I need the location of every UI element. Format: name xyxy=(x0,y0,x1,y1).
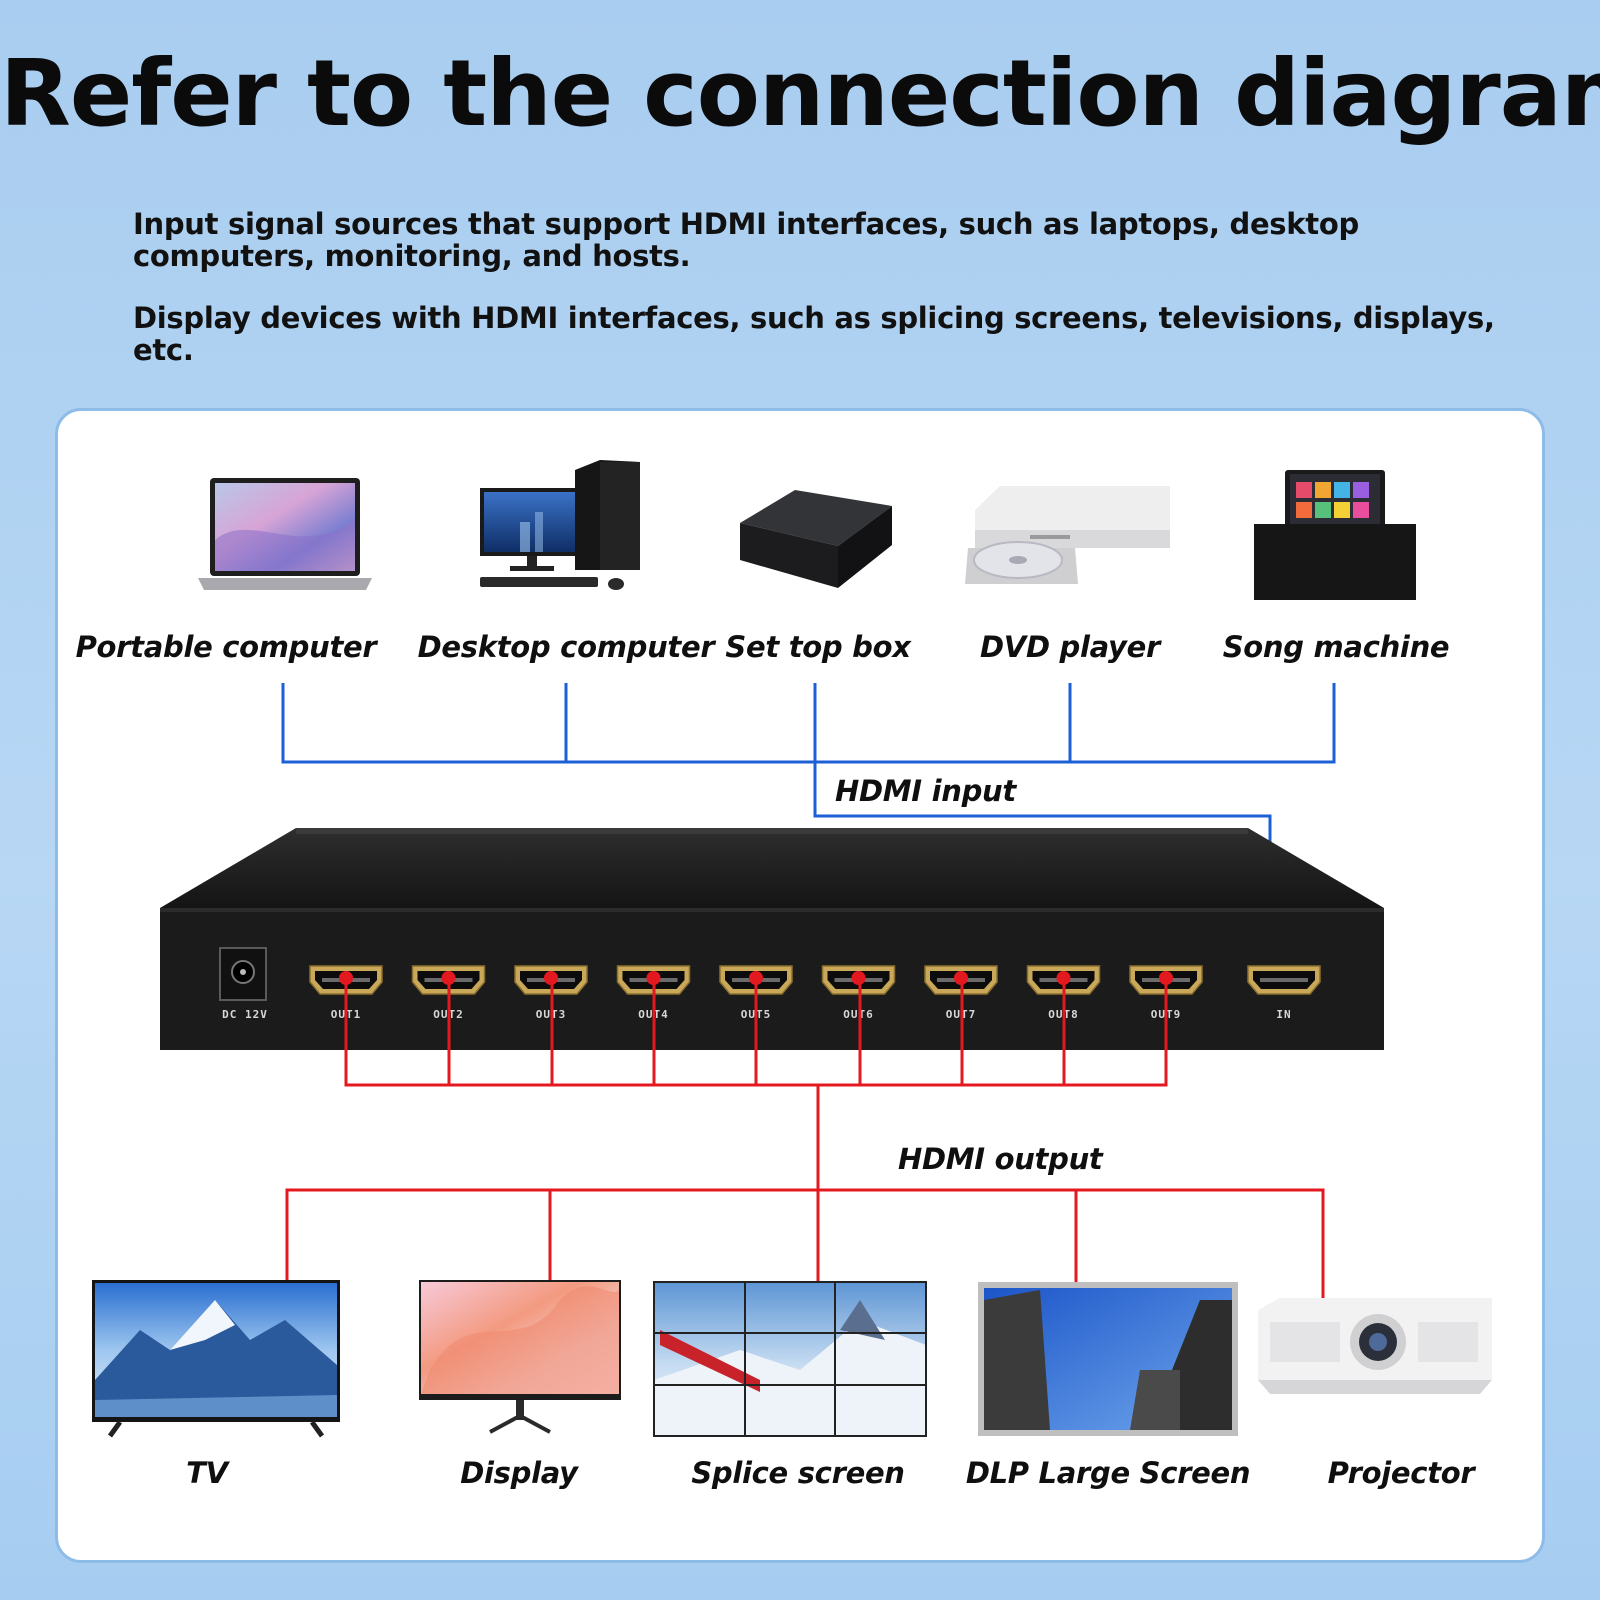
desktop-computer-icon xyxy=(480,460,640,590)
page-title: Refer to the connection diagram xyxy=(0,40,1600,147)
display-label-dlp-large-screen: DLP Large Screen xyxy=(965,1456,1251,1490)
output-dot-8 xyxy=(1056,971,1071,985)
dvd-player-icon xyxy=(965,486,1170,584)
video-wall-icon xyxy=(653,1281,927,1437)
display-label-projector: Projector xyxy=(1327,1456,1475,1490)
output-dot-4 xyxy=(646,971,661,985)
source-label-set-top-box: Set top box xyxy=(725,630,911,664)
dc-power-jack xyxy=(219,947,267,1001)
source-label-song-machine: Song machine xyxy=(1222,630,1450,664)
port-label-out-6: OUT6 xyxy=(843,1008,874,1021)
output-description: Display devices with HDMI interfaces, su… xyxy=(133,301,1495,367)
display-label-tv: TV xyxy=(186,1456,228,1490)
dc-power-label: DC 12V xyxy=(222,1008,268,1021)
output-connection-dots xyxy=(339,971,1173,985)
output-dot-6 xyxy=(851,971,866,985)
projector-icon xyxy=(1258,1298,1492,1394)
output-dot-9 xyxy=(1159,971,1173,985)
output-dot-3 xyxy=(544,971,558,985)
output-dot-5 xyxy=(749,971,763,985)
display-label-display: Display xyxy=(460,1456,578,1490)
hdmi-output-lines xyxy=(285,978,1325,1305)
source-label-desktop-computer: Desktop computer xyxy=(417,630,715,664)
output-dot-2 xyxy=(441,971,456,985)
output-dot-1 xyxy=(339,971,353,985)
monitor-icon xyxy=(419,1280,621,1434)
dlp-screen-icon xyxy=(978,1282,1238,1436)
set-top-box-icon xyxy=(740,490,892,588)
display-label-splice-screen: Splice screen xyxy=(691,1456,905,1490)
input-description: Input signal sources that support HDMI i… xyxy=(133,207,1359,273)
hdmi-input-label: HDMI input xyxy=(835,774,1016,808)
tv-icon xyxy=(92,1280,340,1438)
song-machine-icon xyxy=(1254,470,1416,600)
hdmi-input-port xyxy=(1247,965,1321,995)
source-label-portable-computer: Portable computer xyxy=(75,630,377,664)
laptop-icon xyxy=(198,478,372,590)
output-dot-7 xyxy=(954,971,968,985)
port-label-in: IN xyxy=(1276,1008,1291,1021)
hdmi-output-label: HDMI output xyxy=(898,1142,1103,1176)
source-label-dvd-player: DVD player xyxy=(980,630,1160,664)
